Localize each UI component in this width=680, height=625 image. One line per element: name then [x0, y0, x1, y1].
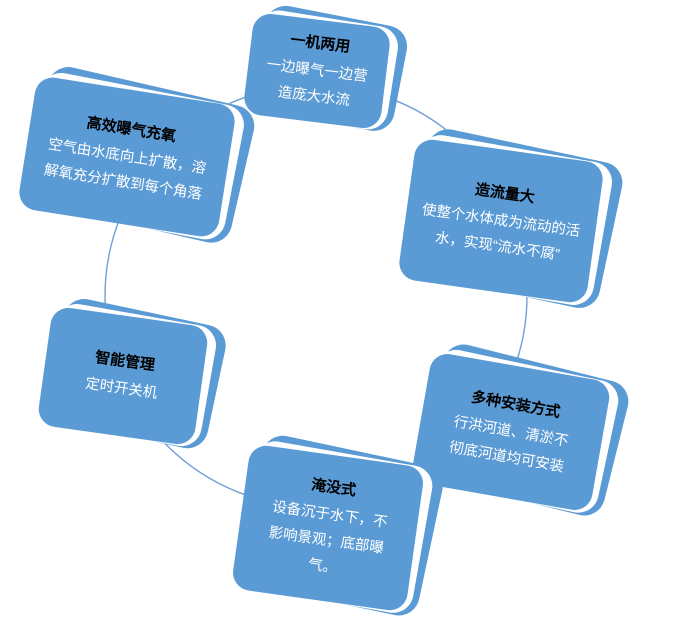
card-smart-management: 智能管理 定时开关机: [36, 295, 230, 453]
card-body: 空气由水底向上扩散，溶解氧充分扩散到每个角落: [42, 136, 208, 204]
card-dual-use: 一机两用 一边曝气一边营造庞大水流: [242, 2, 411, 135]
card-body: 使整个水体成为流动的活水，实现“流水不腐”: [420, 201, 582, 264]
card-face: 智能管理 定时开关机: [36, 305, 210, 447]
card-face: 造流量大 使整个水体成为流动的活水，实现“流水不腐”: [397, 137, 605, 305]
card-submersible: 淹没式 设备沉于水下，不影响景观；底部曝气。: [230, 431, 447, 620]
card-title: 淹没式: [310, 476, 358, 500]
card-body: 一边曝气一边营造庞大水流: [265, 56, 369, 110]
card-large-flow: 造流量大 使整个水体成为流动的活水，实现“流水不腐”: [397, 125, 627, 312]
card-face: 一机两用 一边曝气一边营造庞大水流: [242, 11, 392, 131]
card-body: 设备沉于水下，不影响景观；底部曝气。: [267, 498, 389, 577]
card-face: 淹没式 设备沉于水下，不影响景观；底部曝气。: [230, 443, 426, 613]
